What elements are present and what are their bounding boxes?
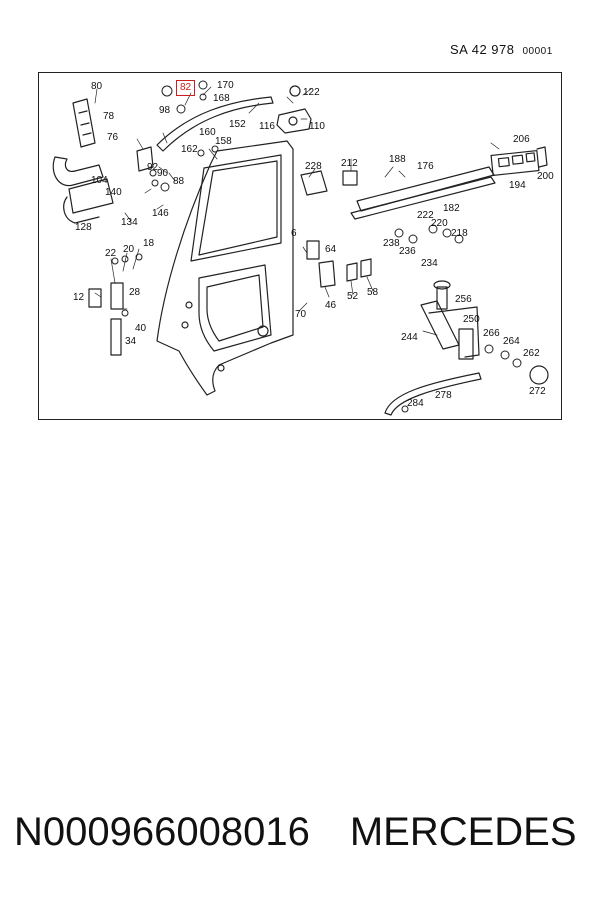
bracket-128: [63, 196, 100, 224]
part-label: 78: [103, 111, 115, 122]
part-label: 70: [295, 309, 307, 320]
part-label: 256: [455, 294, 472, 305]
parts-diagram: 80 82 170 168 98 78 122 152 116 110 76 1…: [38, 72, 562, 420]
part-label: 92: [147, 162, 159, 173]
part-label: 110: [309, 121, 325, 132]
part-label: 104: [91, 175, 108, 186]
part-label: 244: [401, 332, 418, 343]
part-label: 234: [421, 258, 438, 269]
part-label: 200: [537, 171, 554, 182]
door-exploded-drawing: [52, 80, 549, 416]
switch-12: [88, 288, 102, 308]
part-label: 88: [173, 176, 185, 187]
part-label: 134: [121, 217, 138, 228]
part-label: 160: [199, 127, 216, 138]
part-52: [346, 262, 358, 282]
part-label: 128: [75, 222, 92, 233]
part-label: 52: [347, 291, 359, 302]
door-window-frame: [190, 154, 282, 262]
part-label: 18: [143, 238, 155, 249]
part-label: 182: [443, 203, 460, 214]
part-label: 212: [341, 158, 358, 169]
diagram-reference: SA 42 978 00001: [450, 42, 553, 57]
part-label: 12: [73, 292, 85, 303]
part-label: 140: [105, 187, 122, 198]
part-label: 194: [509, 180, 526, 191]
part-caption: N000966008016 MERCEDES: [14, 806, 577, 858]
part-label: 40: [135, 323, 147, 334]
part-label: 250: [463, 314, 480, 325]
clip-212: [342, 170, 358, 186]
part-label: 228: [305, 161, 322, 172]
brand-name: MERCEDES: [349, 810, 577, 854]
bolt-256: [436, 286, 448, 310]
part-label: 46: [325, 300, 337, 311]
pull-handle: [52, 156, 104, 187]
part-label: 64: [325, 244, 337, 255]
latch-104: [68, 178, 114, 214]
lifter-arm: [420, 300, 460, 350]
door-window-glass: [198, 160, 278, 256]
hinge-110: [276, 108, 312, 134]
reference-code: 00001: [522, 46, 553, 57]
lock-28: [110, 282, 124, 310]
part-label: 80: [91, 81, 103, 92]
rail-block: [490, 150, 540, 176]
part-label: 222: [417, 210, 434, 221]
part-label: 58: [367, 287, 379, 298]
reference-number: SA 42 978: [450, 42, 515, 57]
part-label: 272: [529, 386, 546, 397]
part-label: 278: [435, 390, 452, 401]
plate-34: [110, 318, 122, 356]
part-label: 162: [181, 144, 198, 155]
part-label: 116: [259, 121, 275, 132]
part-label: 264: [503, 336, 520, 347]
part-label: 158: [215, 136, 232, 147]
nut-122: [289, 85, 301, 97]
door-inner-opening: [198, 264, 272, 352]
part-label: 206: [513, 134, 530, 145]
part-number: N000966008016: [14, 810, 310, 854]
part-label: 170: [217, 80, 234, 91]
part-46: [318, 260, 336, 288]
part-58: [360, 258, 372, 278]
part-label: 152: [229, 119, 246, 130]
bracket-228: [300, 170, 328, 196]
strip-278: [384, 372, 482, 416]
part-label: 22: [105, 248, 117, 259]
part-label: 266: [483, 328, 500, 339]
bracket-250: [458, 328, 474, 360]
part-label: 20: [123, 244, 135, 255]
part-label: 188: [389, 154, 406, 165]
part-label: 168: [213, 93, 230, 104]
part-label: 238: [383, 238, 400, 249]
part-label: 28: [129, 287, 141, 298]
upper-rail: [156, 96, 274, 152]
part-label: 220: [431, 218, 448, 229]
part-label: 146: [152, 208, 169, 219]
door-shell: [156, 140, 294, 396]
part-label: 6: [291, 228, 297, 239]
part-label: 262: [523, 348, 540, 359]
clip-200: [536, 146, 548, 168]
part-label: 76: [107, 132, 119, 143]
cap-272: [529, 365, 549, 385]
part-label: 34: [125, 336, 137, 347]
part-label: 218: [451, 228, 468, 239]
part-64: [306, 240, 320, 260]
part-label: 176: [417, 161, 434, 172]
part-label: 122: [303, 87, 320, 98]
part-label: 284: [407, 398, 424, 409]
part-label: 90: [157, 168, 169, 179]
part-label: 236: [399, 246, 416, 257]
inner-handle: [72, 98, 96, 148]
highlighted-part-label: 82: [176, 80, 196, 96]
part-label: 98: [159, 105, 171, 116]
